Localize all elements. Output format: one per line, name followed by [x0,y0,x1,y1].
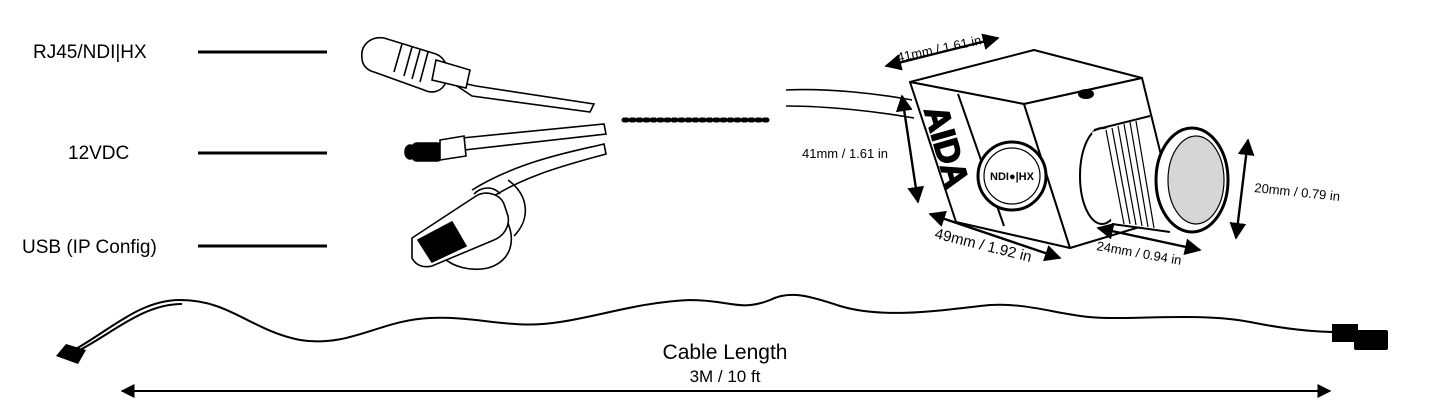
dimension-arrows [884,33,1255,262]
lens-icon [1079,115,1230,234]
lens-diameter-arrow [1229,138,1255,240]
lens-length-arrow [1096,222,1202,256]
ndi-hx-badge-text: NDI●|HX [990,171,1035,183]
front-width-arrow [928,210,1062,262]
rj45-plug-icon [361,36,596,113]
usb-label: USB (IP Config) [22,237,157,258]
camera-input-cable [785,88,915,119]
cable-length-title: Cable Length [663,341,788,364]
long-cable [56,293,1388,364]
top-depth-arrow [884,33,1000,71]
connector-labels: RJ45/NDI|HX 12VDC USB (IP Config) [22,42,327,258]
cable-length-value: 3M / 10 ft [690,367,761,386]
lens-diameter-label: 20mm / 0.79 in [1254,180,1341,204]
ndi-hx-badge: NDI●|HX [976,140,1048,212]
usb-plug-icon [411,143,607,271]
lens-glass [1167,135,1225,225]
power-label: 12VDC [68,143,129,164]
cable-right-plug-icon [1332,324,1388,350]
side-height-label: 41mm / 1.61 in [802,146,888,161]
side-height-arrow [895,94,925,204]
cable-left-plug-icon [56,344,86,364]
top-depth-label: 41mm / 1.61 in [896,32,983,65]
dc-barrel-plug-icon [404,123,607,162]
rj45-label: RJ45/NDI|HX [33,42,147,63]
